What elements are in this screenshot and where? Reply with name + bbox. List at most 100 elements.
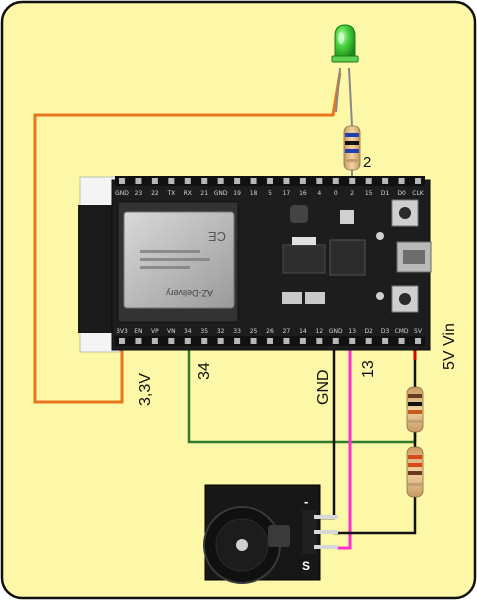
top-pin: [119, 178, 125, 184]
top-pin: [250, 178, 257, 184]
top-pin-label: 15: [365, 190, 373, 197]
led-resistor-label: 2: [363, 154, 371, 171]
bottom-pin: [119, 338, 125, 344]
top-pin-label: RX: [184, 190, 192, 197]
top-pin: [217, 178, 224, 184]
bottom-pin: [267, 338, 273, 344]
label-pin13: 13: [360, 360, 377, 378]
label-pin34: 34: [196, 362, 213, 380]
bottom-pin-label: 12: [316, 328, 324, 335]
bottom-pin-label: 26: [266, 328, 274, 335]
top-pin: [382, 178, 389, 184]
buzzer-module: - S: [203, 484, 338, 584]
top-pin: [316, 178, 323, 184]
top-pin: [135, 178, 142, 184]
bottom-pin-label: 27: [283, 328, 291, 335]
top-pin: [168, 178, 175, 184]
bottom-pin-label: D2: [364, 328, 373, 335]
top-pin: [365, 178, 372, 184]
bottom-pin: [316, 338, 323, 344]
top-pin-label: 0: [334, 190, 338, 197]
buzzer-signal-label: S: [302, 559, 310, 573]
bottom-pin-label: VN: [167, 328, 176, 335]
top-pin-label: D1: [381, 190, 390, 197]
buzzer-header: [302, 510, 316, 554]
bottom-pin: [250, 338, 257, 344]
top-pin: [415, 178, 421, 184]
bottom-pin: [201, 338, 208, 344]
bottom-pin: [365, 338, 372, 344]
bottom-pin: [151, 338, 158, 344]
top-pin-label: 23: [135, 190, 143, 197]
bottom-pin-label: GND: [329, 328, 343, 335]
top-pin: [332, 178, 339, 184]
bottom-pin-label: D3: [381, 328, 390, 335]
top-pin-label: 19: [233, 190, 241, 197]
divider-resistor-bottom: [406, 446, 424, 498]
top-pin: [201, 178, 208, 184]
top-pin-label: 21: [200, 190, 208, 197]
usb-bridge-chip: [329, 239, 366, 276]
bottom-pin: [382, 338, 389, 344]
voltage-regulator: [282, 244, 326, 274]
bottom-pin-label: EN: [134, 328, 142, 335]
bottom-pin-label: 32: [217, 328, 225, 335]
bottom-pin-label: 14: [299, 328, 307, 335]
bottom-pin: [332, 338, 339, 344]
led-resistor: [343, 125, 361, 171]
wire-3v3: [33, 72, 342, 404]
label-5v-vin: 5V Vin: [441, 323, 458, 370]
bottom-pin: [349, 338, 356, 344]
buzzer-minus-label: -: [304, 494, 308, 509]
bottom-pin-label: CMD: [395, 328, 409, 335]
bottom-pin-label: 3V3: [116, 328, 128, 335]
bottom-pin: [283, 338, 290, 344]
bottom-pin: [398, 338, 405, 344]
bottom-pin-label: 33: [233, 328, 241, 335]
bottom-pin-label: 34: [184, 328, 192, 335]
bottom-pin: [234, 338, 241, 344]
label-gnd: GND: [315, 369, 332, 405]
ce-mark: CE: [208, 229, 226, 244]
green-led: [331, 24, 359, 63]
bottom-pin: [299, 338, 306, 344]
bottom-pin-label: 25: [250, 328, 258, 335]
top-pin-label: 17: [283, 190, 291, 197]
pin-labels-bottom: 3V3 EN VP VN 34 35 32 33 25 26 27 14 12 GND 13 D2 D3 CMD 5…: [116, 328, 423, 335]
bottom-pin: [217, 338, 224, 344]
bottom-pin: [184, 338, 191, 344]
module-brand: AZ-Delivery: [165, 288, 213, 298]
bottom-pin-label: VP: [151, 328, 159, 335]
top-pin: [267, 178, 273, 184]
top-pin-label: 22: [151, 190, 159, 197]
top-pin-label: D0: [397, 190, 406, 197]
top-pin-label: GND: [214, 190, 228, 197]
bottom-pin-label: 5V: [414, 328, 423, 335]
top-pin-label: 5: [268, 190, 272, 197]
top-pin: [398, 178, 405, 184]
pin-row-bottom: [119, 338, 421, 344]
bottom-pin: [415, 338, 421, 344]
bottom-pin: [168, 338, 175, 344]
top-pin-label: 16: [299, 190, 307, 197]
top-pin: [299, 178, 306, 184]
top-pin-label: 18: [250, 190, 258, 197]
led-leg-anode: [348, 67, 353, 127]
bottom-pin-label: 35: [200, 328, 208, 335]
label-3v3: 3,3V: [137, 373, 154, 406]
divider-resistor-top: [406, 386, 424, 433]
top-pin: [349, 178, 356, 184]
bottom-pin: [135, 338, 142, 344]
top-pin-label: 4: [317, 190, 321, 197]
top-pin-label: 2: [350, 190, 354, 197]
top-pin-label: GND: [115, 190, 129, 197]
top-pin: [151, 178, 158, 184]
pin-row-top: [119, 178, 421, 184]
wire-gpio13: [337, 345, 352, 550]
top-pin: [184, 178, 191, 184]
bottom-pin-label: 13: [348, 328, 356, 335]
top-pin: [283, 178, 290, 184]
